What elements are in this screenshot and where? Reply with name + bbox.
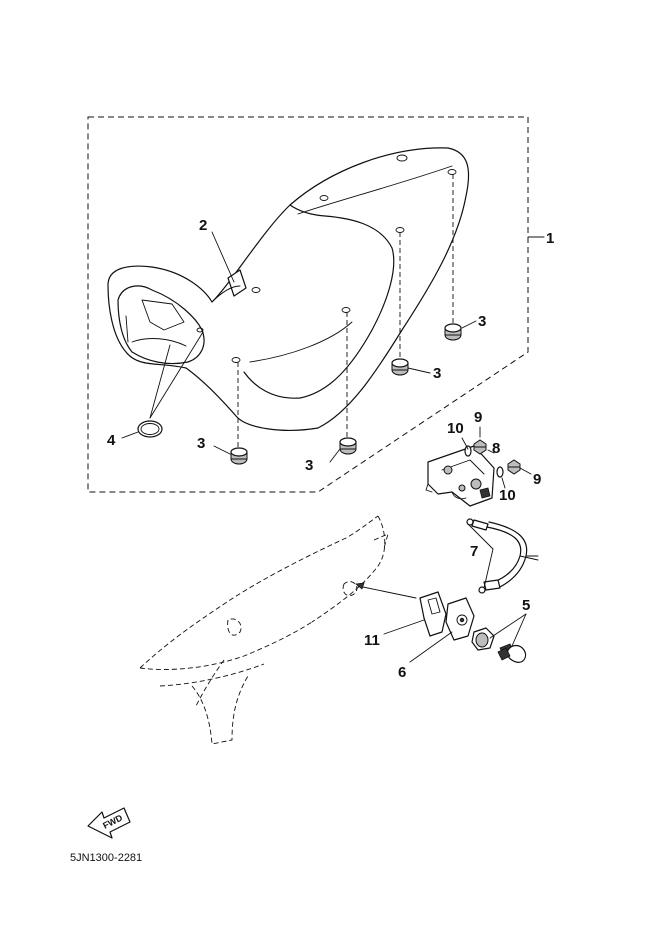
- callout-1: 1: [546, 230, 554, 247]
- assembly-boundary: [87, 116, 529, 493]
- callout-11: 11: [364, 632, 380, 649]
- damper-front-right: [339, 437, 357, 455]
- callout-10-upper: 10: [447, 420, 464, 437]
- part-code: 5JN1300-2281: [70, 852, 142, 864]
- callout-3-front-left: 3: [197, 435, 205, 452]
- callout-9-right: 9: [533, 471, 541, 488]
- bolt-upper: [473, 439, 487, 455]
- seat-assembly: [107, 147, 470, 431]
- callout-2: 2: [199, 217, 207, 234]
- seat-strap: [227, 269, 247, 297]
- lock-bracket: [425, 445, 495, 507]
- callout-10-lower: 10: [499, 487, 516, 504]
- lock-cable: [466, 518, 539, 594]
- bolt-right: [507, 459, 521, 475]
- damper-front-left: [230, 447, 248, 465]
- damper-rear-right: [444, 323, 462, 341]
- key-two: [497, 647, 511, 661]
- callout-8: 8: [492, 440, 500, 457]
- washer-right: [496, 466, 504, 478]
- callout-9-upper: 9: [474, 409, 482, 426]
- damper-rear-left: [391, 358, 409, 376]
- main-lock: [445, 597, 475, 641]
- washer-upper: [464, 445, 472, 457]
- callout-5: 5: [522, 597, 530, 614]
- frame-phantom: [139, 515, 389, 745]
- lock-cylinder: [471, 627, 495, 651]
- callout-6: 6: [398, 664, 406, 681]
- fwd-arrow-icon: FWD: [87, 807, 131, 839]
- callout-7: 7: [470, 543, 478, 560]
- lock-plate: [419, 591, 447, 637]
- callout-4: 4: [107, 432, 116, 449]
- callout-3-front-right: 3: [305, 457, 313, 474]
- callout-3-rear-right: 3: [478, 313, 486, 330]
- leader-lines: [121, 231, 545, 663]
- callout-3-rear-left: 3: [433, 365, 441, 382]
